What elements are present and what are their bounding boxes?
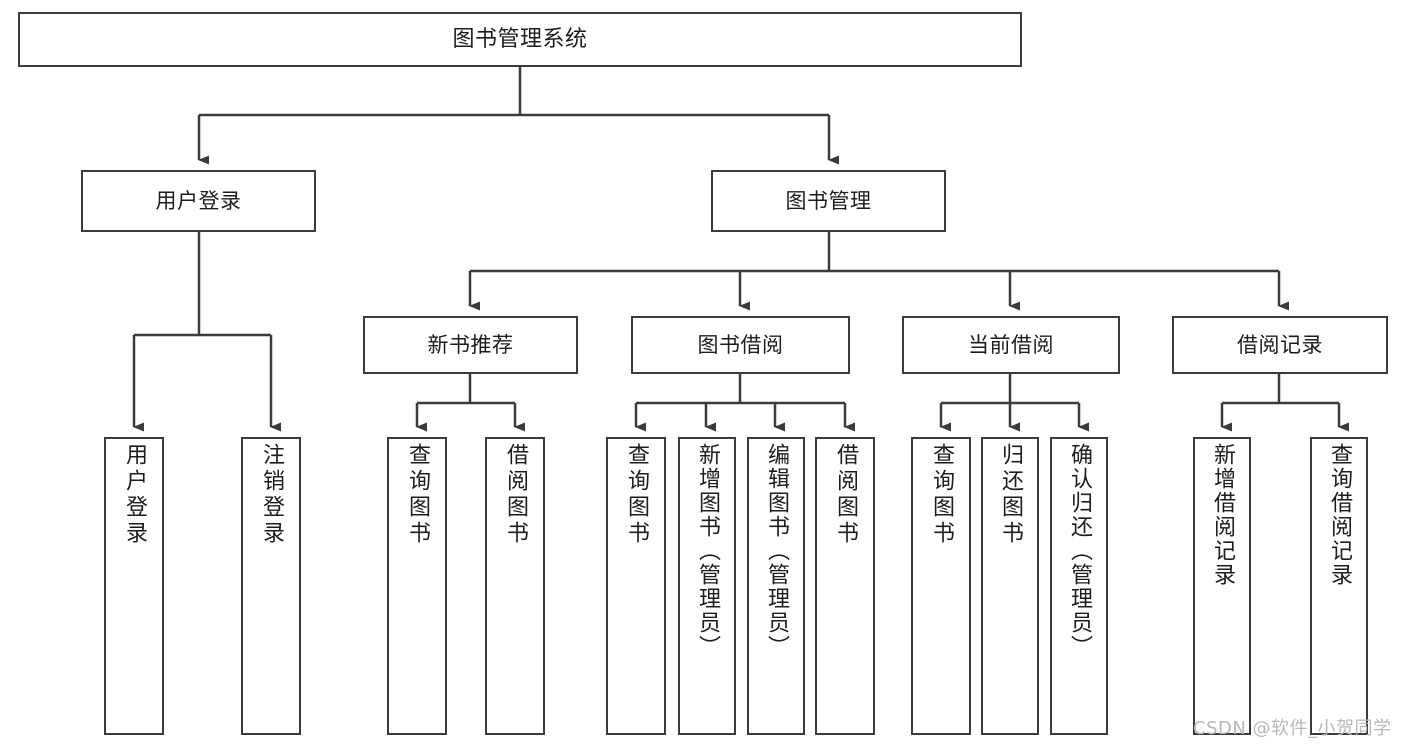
node-label: 查询借阅记录 — [1327, 443, 1352, 587]
node-borrow-record[interactable]: 借阅记录 — [1172, 316, 1388, 374]
node-label: 用户登录 — [155, 188, 242, 213]
leaf-book-borrow-query-book[interactable]: 查询图书 — [606, 437, 666, 735]
leaf-current-borrow-confirm-return-admin[interactable]: 确认归还（管理员） — [1050, 437, 1108, 735]
node-label: 编辑图书（管理员） — [764, 443, 789, 659]
leaf-book-borrow-borrow-book[interactable]: 借阅图书 — [815, 437, 875, 735]
node-label: 新增借阅记录 — [1210, 443, 1235, 587]
node-label: 借阅记录 — [1237, 332, 1323, 357]
leaf-borrow-record-add-record[interactable]: 新增借阅记录 — [1193, 437, 1251, 735]
node-new-book-recommend[interactable]: 新书推荐 — [363, 316, 578, 374]
node-current-borrow[interactable]: 当前借阅 — [902, 316, 1120, 374]
csdn-watermark: CSDN @软件_小贺同学 — [1193, 718, 1392, 739]
node-book-management[interactable]: 图书管理 — [711, 170, 946, 232]
node-book-borrow[interactable]: 图书借阅 — [631, 316, 850, 374]
leaf-borrow-record-query-record[interactable]: 查询借阅记录 — [1310, 437, 1368, 735]
node-label: 图书管理系统 — [452, 26, 588, 52]
leaf-new-book-borrow-book[interactable]: 借阅图书 — [485, 437, 545, 735]
leaf-book-borrow-add-book-admin[interactable]: 新增图书（管理员） — [678, 437, 736, 735]
node-label: 用户登录 — [122, 443, 147, 547]
node-label: 当前借阅 — [968, 332, 1054, 357]
node-root-book-management-system[interactable]: 图书管理系统 — [18, 12, 1022, 67]
node-label: 查询图书 — [405, 443, 430, 547]
leaf-current-borrow-query-book[interactable]: 查询图书 — [911, 437, 971, 735]
leaf-new-book-query-book[interactable]: 查询图书 — [387, 437, 447, 735]
node-label: 归还图书 — [998, 443, 1023, 547]
node-label: 新书推荐 — [427, 332, 514, 357]
node-label: 图书借阅 — [697, 332, 784, 357]
leaf-current-borrow-return-book[interactable]: 归还图书 — [981, 437, 1039, 735]
node-label: 注销登录 — [259, 443, 284, 547]
node-label: 图书管理 — [785, 188, 872, 213]
node-label: 查询图书 — [624, 443, 649, 547]
node-user-login[interactable]: 用户登录 — [81, 170, 316, 232]
node-label: 借阅图书 — [833, 443, 858, 547]
node-label: 新增图书（管理员） — [695, 443, 720, 659]
leaf-user-login-login[interactable]: 用户登录 — [104, 437, 164, 735]
leaf-book-borrow-edit-book-admin[interactable]: 编辑图书（管理员） — [747, 437, 805, 735]
node-label: 借阅图书 — [503, 443, 528, 547]
leaf-user-login-logout[interactable]: 注销登录 — [241, 437, 301, 735]
node-label: 确认归还（管理员） — [1067, 443, 1092, 659]
node-label: 查询图书 — [929, 443, 954, 547]
